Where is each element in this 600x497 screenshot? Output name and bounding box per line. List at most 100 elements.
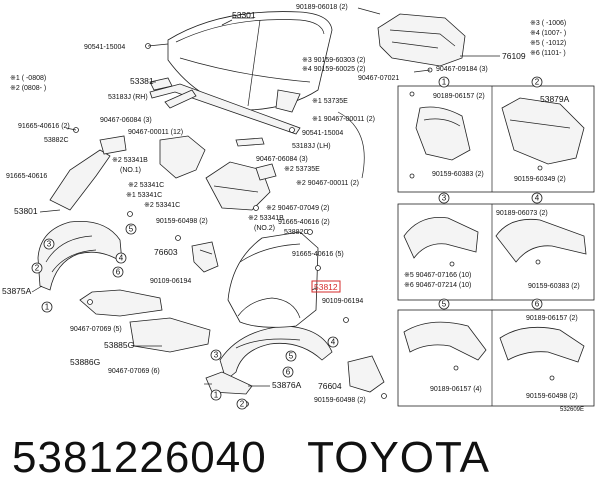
- label-53801: 53801: [14, 206, 38, 216]
- label-53301: 53301: [232, 10, 256, 20]
- panel-number-1: 1: [442, 78, 447, 87]
- callout-6b: 6: [286, 368, 291, 377]
- label-53882C-a: 53882C: [44, 137, 69, 144]
- p5-label-90189-06157: 90189-06157 (4): [430, 386, 482, 393]
- label-53341B-2: ※2 53341B: [248, 215, 284, 222]
- p6-label-90159-60498: 90159-60498 (2): [526, 393, 578, 400]
- p3-label-90467-07214: ※6 90467-07214 (10): [404, 282, 471, 289]
- label-90159-60303: ※3 90159-60303 (2): [302, 57, 365, 64]
- part-caption: 5381226040 TOYOTA: [12, 433, 518, 483]
- p1-label-90189-06157: 90189-06157 (2): [433, 93, 485, 100]
- hood-seal-bar: [149, 83, 301, 135]
- label-90467-06084-3b: 90467-06084 (3): [256, 156, 308, 163]
- leader-lines: [31, 7, 500, 387]
- label-53875A: 53875A: [2, 286, 32, 296]
- detail-panel-1-2: [397, 85, 595, 193]
- label-76109: 76109: [502, 51, 526, 61]
- label-90467-00011-2b: ※2 90467-00011 (2): [296, 180, 359, 187]
- cowl-side-53801: [49, 135, 127, 211]
- label-53341C-a: ※2 53341C: [128, 182, 164, 189]
- label-53341B-no1: (NO.1): [120, 167, 141, 174]
- label-91665-40616-2a: 91665-40616 (2): [18, 123, 70, 130]
- label-53341C-b: ※1 53341C: [126, 192, 162, 199]
- circled-callouts-main: 3 2 1 4 6 5 3 1 2 4 5 6: [31, 223, 339, 410]
- part-labels: 53301 90189-06018 (2) 90541-15004 ※1 ( -…: [2, 4, 526, 404]
- front-fender-53812: [227, 231, 319, 328]
- callout-3: 3: [47, 240, 52, 249]
- label-91665-40616-5: 91665-40616 (5): [292, 251, 344, 258]
- callout-1b: 1: [214, 391, 219, 400]
- legend-5: ※5 ( -1012): [530, 40, 566, 47]
- fender-apron-no1: [159, 135, 206, 179]
- callout-4b: 4: [331, 338, 336, 347]
- fender-liner-front-rh: [37, 221, 123, 291]
- label-53341B-no2: (NO.2): [254, 225, 275, 232]
- label-90109-06194-b: 90109-06194: [322, 298, 363, 305]
- label-53885G: 53885G: [104, 340, 134, 350]
- label-53882C-b: 53882C: [284, 229, 309, 236]
- hood-panel: [167, 11, 333, 111]
- label-53876A: 53876A: [272, 380, 302, 390]
- label-53812: 53812: [314, 282, 338, 292]
- p3-label-90467-07166: ※5 90467-07166 (10): [404, 272, 471, 279]
- radiator-support-76109: [377, 13, 466, 73]
- label-53381: 53381: [130, 76, 154, 86]
- panel-number-3: 3: [442, 194, 447, 203]
- label-90467-07069-5: 90467-07069 (5): [70, 326, 122, 333]
- callout-3b: 3: [214, 351, 219, 360]
- label-53341B: ※2 53341B: [112, 157, 148, 164]
- legend-3: ※3 ( -1006): [530, 20, 566, 27]
- seal-strip: [235, 89, 301, 181]
- label-90467-09184: 90467-09184 (3): [436, 66, 488, 73]
- label-90189-06018: 90189-06018 (2): [296, 4, 348, 11]
- callout-1: 1: [45, 303, 50, 312]
- callout-6: 6: [116, 268, 121, 277]
- label-53735E-1: ※1 53735E: [312, 98, 348, 105]
- p3-label-90189-06073: 90189-06073 (2): [496, 210, 548, 217]
- label-91665-40616-2c: 91665-40616 (2): [278, 219, 330, 226]
- label-90159-60498-2: 90159-60498 (2): [156, 218, 208, 225]
- label-53886G: 53886G: [70, 357, 100, 367]
- panel-number-2: 2: [535, 78, 540, 87]
- part-number: 5381226040: [12, 433, 267, 482]
- label-90467-07049: ※2 90467-07049 (2): [266, 205, 329, 212]
- callout-5b: 5: [289, 352, 294, 361]
- fender-liner-rear-rh: [79, 289, 211, 353]
- highlight-box-53812: [311, 280, 341, 293]
- panel-number-6: 6: [535, 300, 540, 309]
- mudguard-76604: [347, 355, 385, 393]
- legend-2: ※2 (0808- ): [10, 85, 46, 92]
- label-90467-07069-6: 90467-07069 (6): [108, 368, 160, 375]
- label-53183J-LH: 53183J (LH): [292, 143, 331, 150]
- brand-name: TOYOTA: [307, 433, 490, 482]
- mudguard-76603: [191, 241, 219, 273]
- panel-number-4: 4: [535, 194, 540, 203]
- callout-2: 2: [35, 264, 40, 273]
- label-90467-00011-2a: ※1 90467-00011 (2): [312, 116, 375, 123]
- p2-label-90159-60349: 90159-60349 (2): [514, 176, 566, 183]
- fastener-clips: [73, 43, 387, 407]
- legend-4: ※4 (1007- ): [530, 30, 566, 37]
- hood-lock-bracket: [149, 77, 173, 91]
- legend-6: ※6 (1101- ): [530, 50, 566, 57]
- detail-panel-5-6: [397, 309, 595, 407]
- callout-5: 5: [129, 225, 134, 234]
- fender-apron-no2: [205, 161, 271, 211]
- label-76604: 76604: [318, 381, 342, 391]
- label-90467-00011-12: 90467-00011 (12): [128, 129, 183, 136]
- label-53341C-c: ※2 53341C: [144, 202, 180, 209]
- fender-liner-lh: [205, 325, 333, 395]
- label-90159-60025: ※4 90159-60025 (2): [302, 66, 365, 73]
- label-90541-15004: 90541-15004: [84, 44, 125, 51]
- p4-label-90159-60383: 90159-60383 (2): [528, 283, 580, 290]
- label-91665-40616-b: 91665-40616: [6, 173, 47, 180]
- p2-label-53879A: 53879A: [540, 94, 570, 104]
- legend-right: ※3 ( -1006) ※4 (1007- ) ※5 ( -1012) ※6 (…: [530, 20, 566, 57]
- label-90159-60498-2b: 90159-60498 (2): [314, 397, 366, 404]
- label-90467-07021: 90467-07021: [358, 75, 399, 82]
- detail-panels: 1 2 3 4 5 6 90189-06157 (2) 90159-60383 …: [397, 76, 595, 407]
- label-90109-06194-a: 90109-06194: [150, 278, 191, 285]
- diagram-code: 532609E: [560, 407, 584, 413]
- detail-panel-3-4: [397, 203, 595, 301]
- parts-exploded-diagram: 3 2 1 4 6 5 3 1 2 4 5 6 53301 90189-0601…: [2, 4, 595, 413]
